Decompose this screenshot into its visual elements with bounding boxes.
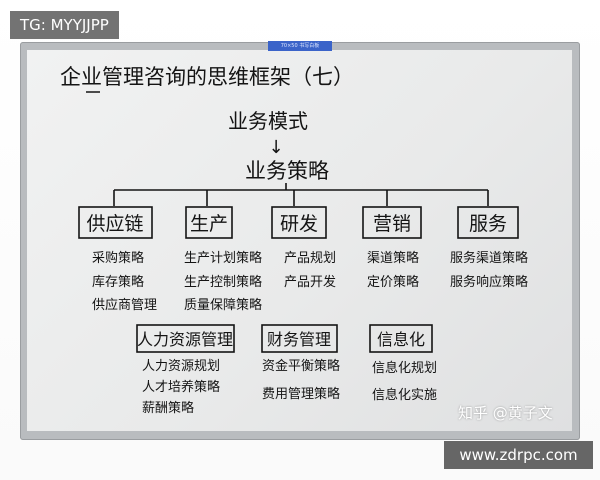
category-human-resources: 人力资源管理 人力资源规划 人才培养策略 薪酬策略 <box>136 324 235 416</box>
zhihu-watermark: 知乎 @黄子文 <box>458 404 553 422</box>
category-label: 人力资源管理 <box>137 330 233 349</box>
category-box <box>136 324 235 353</box>
tg-watermark: TG: MYYJJPP <box>10 11 119 39</box>
category-finance: 财务管理 资金平衡策略 费用管理策略 <box>261 324 340 402</box>
list-item: 生产控制策略 <box>184 274 262 290</box>
category-production: 生产 生产计划策略 生产控制策略 质量保障策略 <box>184 206 262 313</box>
category-rnd: 研发 产品规划 产品开发 <box>271 206 336 290</box>
category-label: 信息化 <box>377 330 425 349</box>
category-service: 服务 服务渠道策略 服务响应策略 <box>450 206 528 290</box>
list-item: 资金平衡策略 <box>262 358 340 374</box>
category-label: 营销 <box>373 213 411 235</box>
category-supply-chain: 供应链 采购策略 库存策略 供应商管理 <box>78 206 157 313</box>
list-item: 信息化实施 <box>372 387 437 403</box>
list-item: 定价策略 <box>367 274 419 290</box>
business-strategy-label: 业务策略 <box>245 159 329 183</box>
business-model-label: 业务模式 <box>228 109 308 133</box>
diagram-title: 企业管理咨询的思维框架（七） <box>60 65 354 89</box>
site-watermark: www.zdrpc.com <box>444 441 593 469</box>
down-arrow: ↓ <box>268 137 283 158</box>
category-box <box>457 206 519 239</box>
top-connectors <box>113 183 489 206</box>
list-item: 供应商管理 <box>92 297 157 313</box>
category-marketing: 营销 渠道策略 定价策略 <box>362 206 422 290</box>
list-item: 信息化规划 <box>372 360 437 376</box>
list-item: 服务渠道策略 <box>450 250 528 266</box>
list-item: 产品开发 <box>284 274 336 290</box>
list-item: 人力资源规划 <box>142 359 220 374</box>
list-item: 服务响应策略 <box>450 274 528 290</box>
whiteboard-surface <box>27 50 572 431</box>
category-box <box>185 206 233 239</box>
list-item: 质量保障策略 <box>184 297 262 313</box>
list-item: 渠道策略 <box>367 250 419 266</box>
category-box <box>261 324 338 353</box>
category-it: 信息化 信息化规划 信息化实施 <box>369 324 437 403</box>
list-item: 人才培养策略 <box>142 379 220 395</box>
category-label: 供应链 <box>86 213 143 235</box>
board-brand-sticker: 70×50 书写白板 <box>268 41 332 51</box>
list-item: 产品规划 <box>284 251 336 266</box>
list-item: 库存策略 <box>92 274 144 290</box>
category-box <box>271 206 327 239</box>
category-box <box>362 206 422 239</box>
list-item: 生产计划策略 <box>184 250 262 266</box>
category-label: 研发 <box>280 213 318 235</box>
category-label: 生产 <box>190 213 228 235</box>
list-item: 采购策略 <box>92 250 144 266</box>
category-box <box>369 324 433 353</box>
category-box <box>78 206 153 239</box>
list-item: 费用管理策略 <box>262 386 340 402</box>
category-label: 服务 <box>469 213 507 235</box>
category-label: 财务管理 <box>267 330 331 349</box>
list-item: 薪酬策略 <box>142 400 194 416</box>
